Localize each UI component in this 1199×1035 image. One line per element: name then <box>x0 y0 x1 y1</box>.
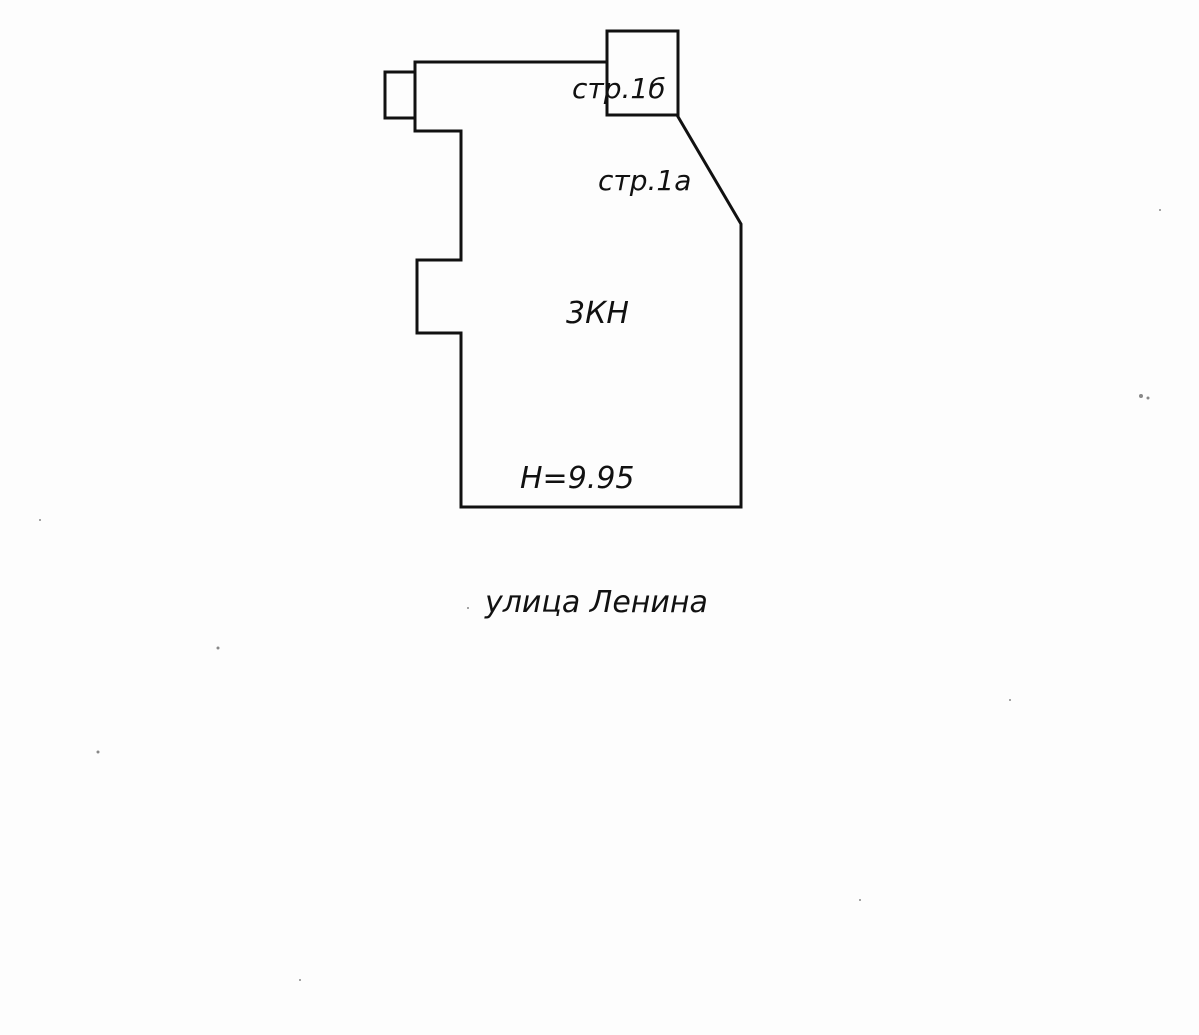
label-building-1a: стр.1а <box>598 164 691 197</box>
left-protrusion-top <box>383 70 417 120</box>
paper-noise <box>39 209 1161 981</box>
label-height: H=9.95 <box>520 461 635 496</box>
label-building-1b: стр.1б <box>572 72 665 105</box>
label-zone: 3КН <box>566 296 629 331</box>
annex-1b-outline <box>605 29 680 117</box>
building-outline <box>413 60 743 509</box>
label-street: улица Ленина <box>484 585 708 620</box>
